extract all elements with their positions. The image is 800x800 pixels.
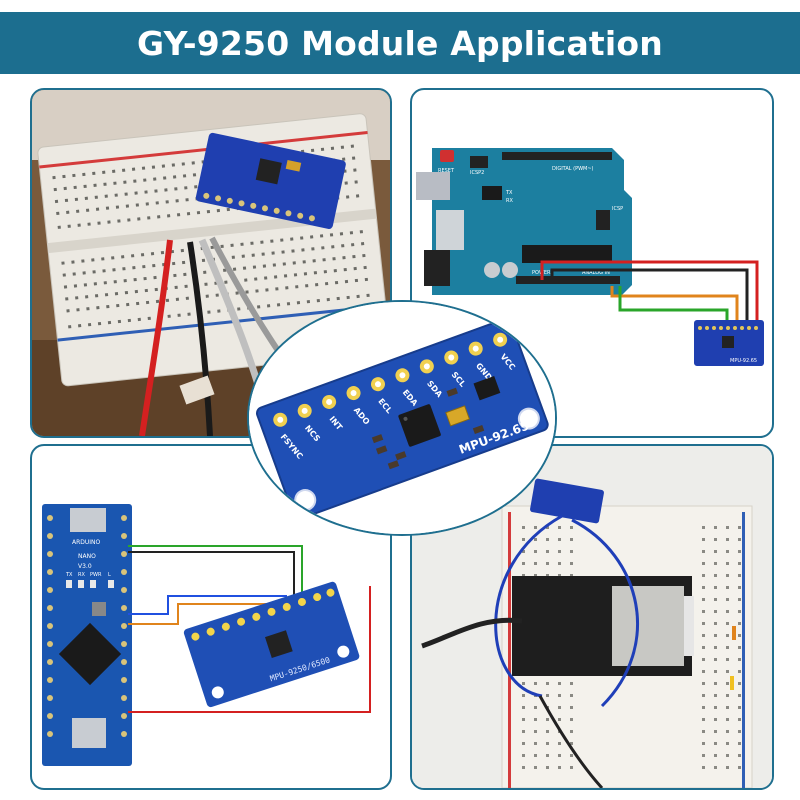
page-title: GY-9250 Module Application: [137, 23, 663, 63]
reset-label: RESET: [438, 168, 455, 174]
icsp2-label: ICSP2: [470, 170, 484, 176]
nano-model: NANO: [78, 553, 96, 560]
nano-led-rx: RX: [78, 572, 85, 578]
rx-label: RX: [506, 198, 513, 204]
arduino-uno-diagram: RESET ICSP2 DIGITAL (PWM~) TX RX ICSP PO…: [416, 148, 764, 366]
arduino-nano-diagram: ARDUINO NANO V3.0 TX RX PWR L MPU-9250/6…: [42, 504, 371, 766]
analog-label: ANALOG IN: [582, 270, 610, 276]
digital-label: DIGITAL (PWM~): [552, 166, 594, 172]
photo-esp32-breadboard: [410, 444, 774, 790]
nano-version: V3.0: [78, 563, 92, 570]
module-closeup: FSYNC NCS INT ADO ECL EDA SDA SCL GND VC…: [247, 300, 557, 536]
icsp-label: ICSP: [612, 206, 623, 212]
gy9250-module-illustration: FSYNC NCS INT ADO ECL EDA SDA SCL GND VC…: [249, 302, 555, 534]
title-banner: GY-9250 Module Application: [0, 12, 800, 74]
nano-led-pwr: PWR: [90, 572, 102, 578]
nano-led-l: L: [108, 572, 111, 578]
tx-label: TX: [505, 190, 513, 196]
nano-led-tx: TX: [65, 572, 73, 578]
nano-brand: ARDUINO: [72, 539, 101, 546]
uno-module-name: MPU-92.65: [730, 358, 757, 364]
esp32-breadboard-illustration: [412, 446, 772, 788]
